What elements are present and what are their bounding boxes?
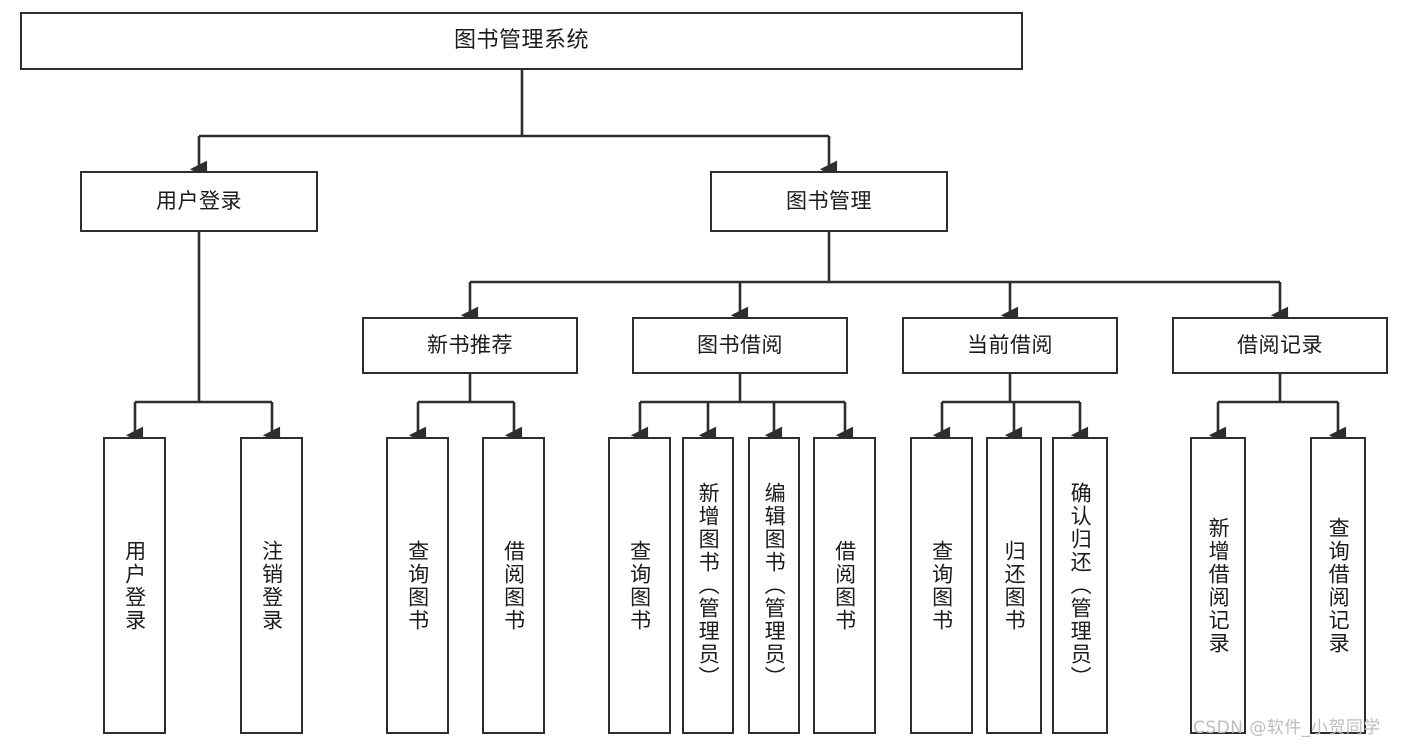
node-label: 查询借阅记录 [1326,516,1351,655]
leaf-user-login[interactable]: 用户登录 [103,437,166,734]
node-label: 当前借阅 [967,332,1053,357]
node-label: 查询图书 [929,539,954,632]
leaf-confirm-return-admin[interactable]: 确认归还（管理员） [1052,437,1108,734]
node-label: 新增借阅记录 [1206,516,1231,655]
node-label: 用户登录 [122,539,147,632]
leaf-borrow-book-recommend[interactable]: 借阅图书 [482,437,545,734]
leaf-edit-book-admin[interactable]: 编辑图书（管理员） [748,437,800,734]
node-label: 借阅图书 [832,539,857,632]
node-label: 用户登录 [156,188,242,213]
leaf-query-borrow-record[interactable]: 查询借阅记录 [1310,437,1366,734]
node-label: 借阅图书 [501,539,526,632]
node-new-book-recommendation[interactable]: 新书推荐 [362,317,578,374]
node-root-book-management-system[interactable]: 图书管理系统 [20,12,1023,70]
leaf-query-book-borrow[interactable]: 查询图书 [608,437,671,734]
leaf-logout[interactable]: 注销登录 [240,437,303,734]
node-book-management[interactable]: 图书管理 [710,171,948,232]
node-label: 图书管理 [786,188,872,213]
leaf-add-book-admin[interactable]: 新增图书（管理员） [682,437,734,734]
node-label: 图书管理系统 [453,27,589,53]
leaf-query-book-recommend[interactable]: 查询图书 [386,437,449,734]
leaf-add-borrow-record[interactable]: 新增借阅记录 [1190,437,1246,734]
node-label: 归还图书 [1002,539,1027,632]
leaf-return-book[interactable]: 归还图书 [986,437,1042,734]
node-label: 新增图书（管理员） [696,482,721,689]
node-label: 编辑图书（管理员） [762,482,787,689]
leaf-borrow-book-borrow[interactable]: 借阅图书 [813,437,876,734]
node-label: 查询图书 [405,539,430,632]
node-book-borrowing[interactable]: 图书借阅 [632,317,848,374]
node-current-borrowing[interactable]: 当前借阅 [902,317,1118,374]
node-borrowing-record[interactable]: 借阅记录 [1172,317,1388,374]
node-label: 图书借阅 [697,332,783,357]
node-label: 确认归还（管理员） [1068,482,1093,689]
node-label: 借阅记录 [1237,332,1323,357]
csdn-watermark: CSDN @软件_小贺同学 [1193,718,1381,738]
node-label: 查询图书 [627,539,652,632]
leaf-query-book-current[interactable]: 查询图书 [910,437,973,734]
node-label: 新书推荐 [427,332,513,357]
node-label: 注销登录 [259,539,284,632]
node-user-login[interactable]: 用户登录 [80,171,318,232]
